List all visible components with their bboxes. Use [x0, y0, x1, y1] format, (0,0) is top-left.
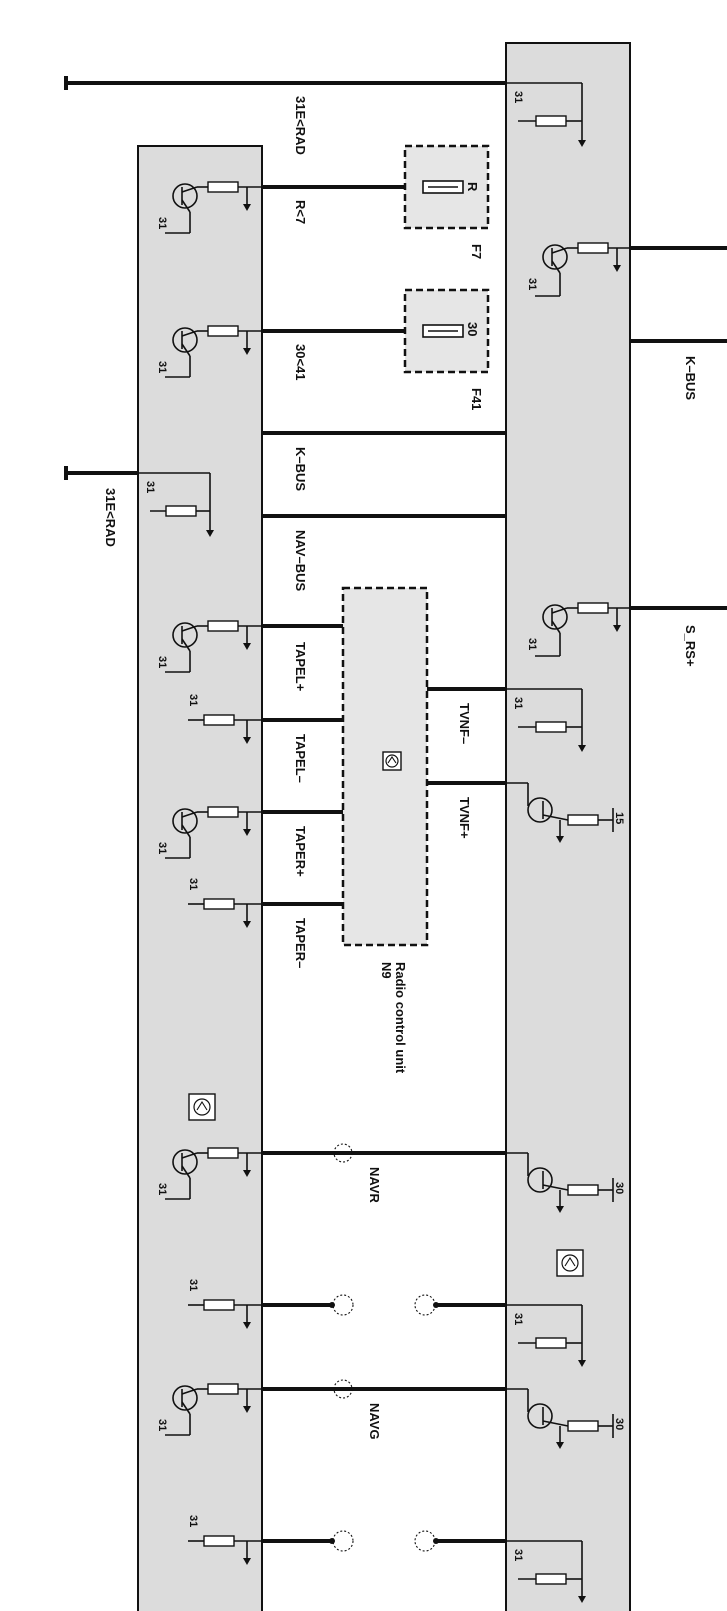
transistor-circuit: [506, 1152, 614, 1213]
transistor-circuit: [165, 1147, 262, 1200]
label-taper-plus: TAPER+: [293, 826, 308, 877]
transistor-circuit: [535, 242, 630, 297]
label-navr: NAVR: [367, 1167, 382, 1203]
ecu-symbol-left: [188, 1093, 216, 1121]
left-module-box: [137, 145, 263, 1611]
label-n9: N9: [379, 962, 394, 979]
pin-31: 31: [156, 217, 168, 229]
label-f7: F7: [469, 244, 484, 259]
pin-31: 31: [156, 656, 168, 668]
label-r7: R<7: [293, 200, 308, 224]
pin-31: 31: [144, 481, 156, 493]
label-nav-bus: NAV–BUS: [293, 530, 308, 591]
transistor-circuit: [165, 806, 262, 859]
pin-31: 31: [156, 1183, 168, 1195]
pin-15: 15: [613, 812, 625, 824]
pin-31: 31: [512, 1549, 524, 1561]
pin-31: 31: [526, 278, 538, 290]
pin-31: 31: [512, 1313, 524, 1325]
transistor-circuit: [165, 620, 262, 673]
label-f41: F41: [469, 388, 484, 410]
label-31e-rad-left: 31E<RAD: [103, 488, 118, 547]
radio-control-unit-n9[interactable]: [341, 586, 429, 947]
connector-marker: [333, 1379, 353, 1399]
left-ground-rail[interactable]: [64, 466, 211, 530]
pin-31: 31: [187, 878, 199, 890]
label-k-bus-right: K–BUS: [683, 356, 698, 400]
transistor-circuit: [165, 1383, 262, 1436]
label-tapel-minus: TAPEL–: [293, 734, 308, 783]
pin-31: 31: [187, 1515, 199, 1527]
transistor-circuit: [165, 325, 262, 378]
pin-30: 30: [613, 1182, 625, 1194]
label-s-rs-plus: S_RS+: [683, 625, 698, 667]
ecu-symbol-right: [556, 1249, 584, 1277]
pulldown-circuit: [188, 898, 262, 928]
connector-marker: [333, 1143, 353, 1163]
pulldown-circuit: [188, 1535, 262, 1565]
pin-31: 31: [156, 1419, 168, 1431]
label-fuse-r: R: [465, 182, 480, 192]
top-ground-rail[interactable]: [64, 76, 583, 140]
transistor-circuit: [165, 181, 262, 234]
pulldown-circuit: [506, 688, 586, 752]
label-fuse-30: 30: [465, 322, 480, 336]
label-taper-minus: TAPER–: [293, 918, 308, 968]
pulldown-circuit: [150, 505, 214, 537]
transistor-circuit: [535, 602, 630, 657]
pin-31: 31: [187, 694, 199, 706]
pin-31: 31: [156, 361, 168, 373]
pulldown-circuit: [188, 714, 262, 744]
label-radio-control-unit: Radio control unit: [393, 962, 408, 1074]
label-31e-rad-top: 31E<RAD: [293, 96, 308, 155]
label-30-41: 30<41: [293, 344, 308, 381]
right-module-box: [505, 42, 631, 1611]
pin-31: 31: [156, 842, 168, 854]
wire-nav-split-1[interactable]: [262, 1294, 506, 1316]
label-tvnf-plus: TVNF+: [457, 797, 472, 839]
transistor-circuit: [506, 1388, 614, 1449]
pin-31: 31: [526, 638, 538, 650]
pin-31: 31: [187, 1279, 199, 1291]
pin-31: 31: [512, 697, 524, 709]
label-tvnf-minus: TVNF–: [457, 703, 472, 744]
pulldown-circuit: [518, 115, 586, 147]
pulldown-circuit: [188, 1299, 262, 1329]
fuse-f41[interactable]: [403, 288, 490, 374]
pulldown-circuit: [506, 1304, 586, 1367]
wire-nav-split-2[interactable]: [262, 1530, 506, 1552]
transistor-circuit: [506, 782, 614, 843]
label-tapel-plus: TAPEL+: [293, 642, 308, 692]
pin-30: 30: [613, 1418, 625, 1430]
pin-31: 31: [512, 91, 524, 103]
pulldown-circuit: [506, 1540, 586, 1603]
label-k-bus-mid: K–BUS: [293, 447, 308, 491]
fuse-f7[interactable]: [403, 144, 490, 230]
label-navg: NAVG: [367, 1403, 382, 1440]
